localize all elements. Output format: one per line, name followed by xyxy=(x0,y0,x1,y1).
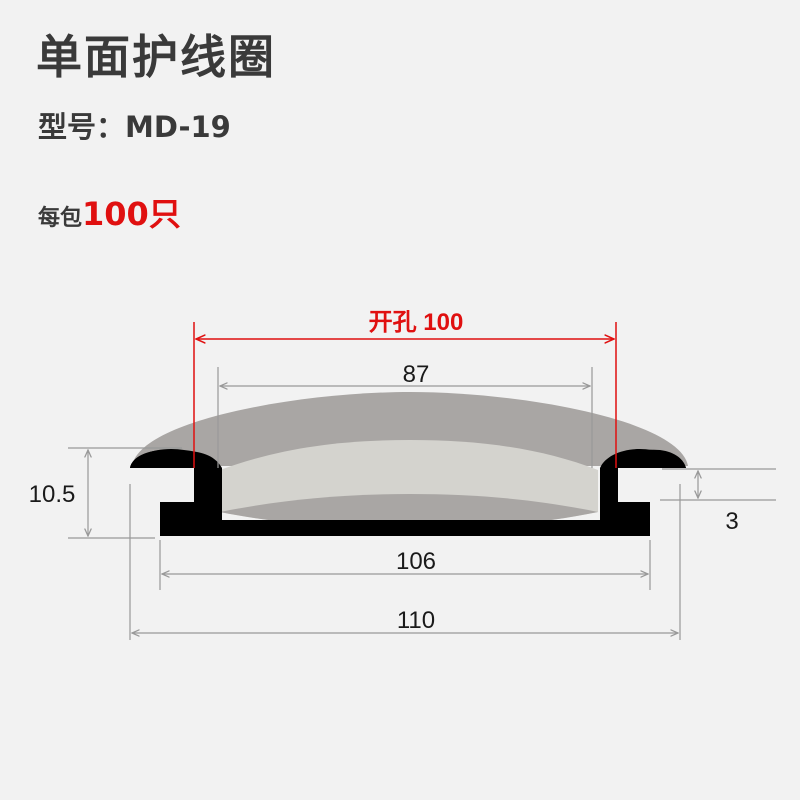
left-rim xyxy=(130,448,222,468)
base-dim-label: 106 xyxy=(396,548,436,575)
height-dim-label: 10.5 xyxy=(29,481,76,508)
hole-dim-label: 开孔 100 xyxy=(369,309,464,336)
pack-quantity: 每包100只 xyxy=(38,198,181,230)
right-rim xyxy=(600,448,686,468)
pack-count: 100只 xyxy=(82,195,181,233)
membrane-shade xyxy=(220,494,598,528)
product-title: 单面护线圈 xyxy=(36,30,276,84)
thick-dim-label: 3 xyxy=(725,508,738,535)
model-number: 型号：MD-19 xyxy=(38,110,231,144)
overall-dim-label: 110 xyxy=(397,607,435,634)
pack-prefix: 每包 xyxy=(38,206,83,231)
membrane-top xyxy=(132,392,688,466)
inner-dim-label: 87 xyxy=(403,361,430,388)
